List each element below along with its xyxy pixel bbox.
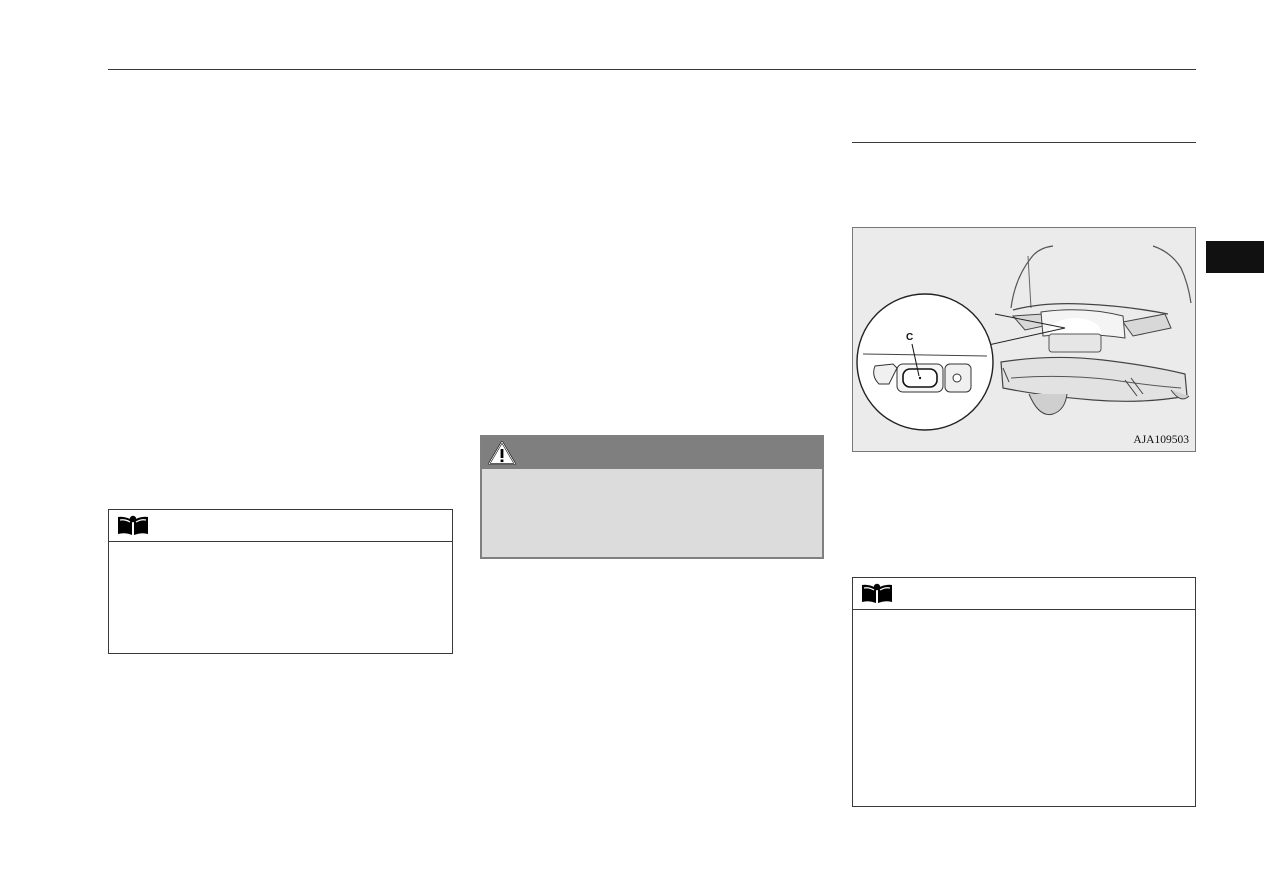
note-body [853,610,1195,630]
book-icon [118,515,148,535]
callout-label: C [906,332,914,343]
warning-box [480,435,824,559]
vehicle-rear-drawing [856,245,1192,431]
note-header [853,578,1195,610]
note-box-left [108,509,453,654]
chapter-tab [1206,241,1264,273]
book-icon [862,583,892,603]
note-body [109,542,452,562]
warning-triangle-icon [488,441,516,465]
rear-bumper-illustration: C AJA109503 [852,227,1196,452]
section-heading-rule [852,142,1196,143]
header-rule [108,69,1196,70]
note-box-right [852,577,1196,807]
figure-caption: AJA109503 [1133,434,1189,446]
warning-body [482,469,822,485]
warning-header [482,437,822,469]
note-header [109,510,452,542]
